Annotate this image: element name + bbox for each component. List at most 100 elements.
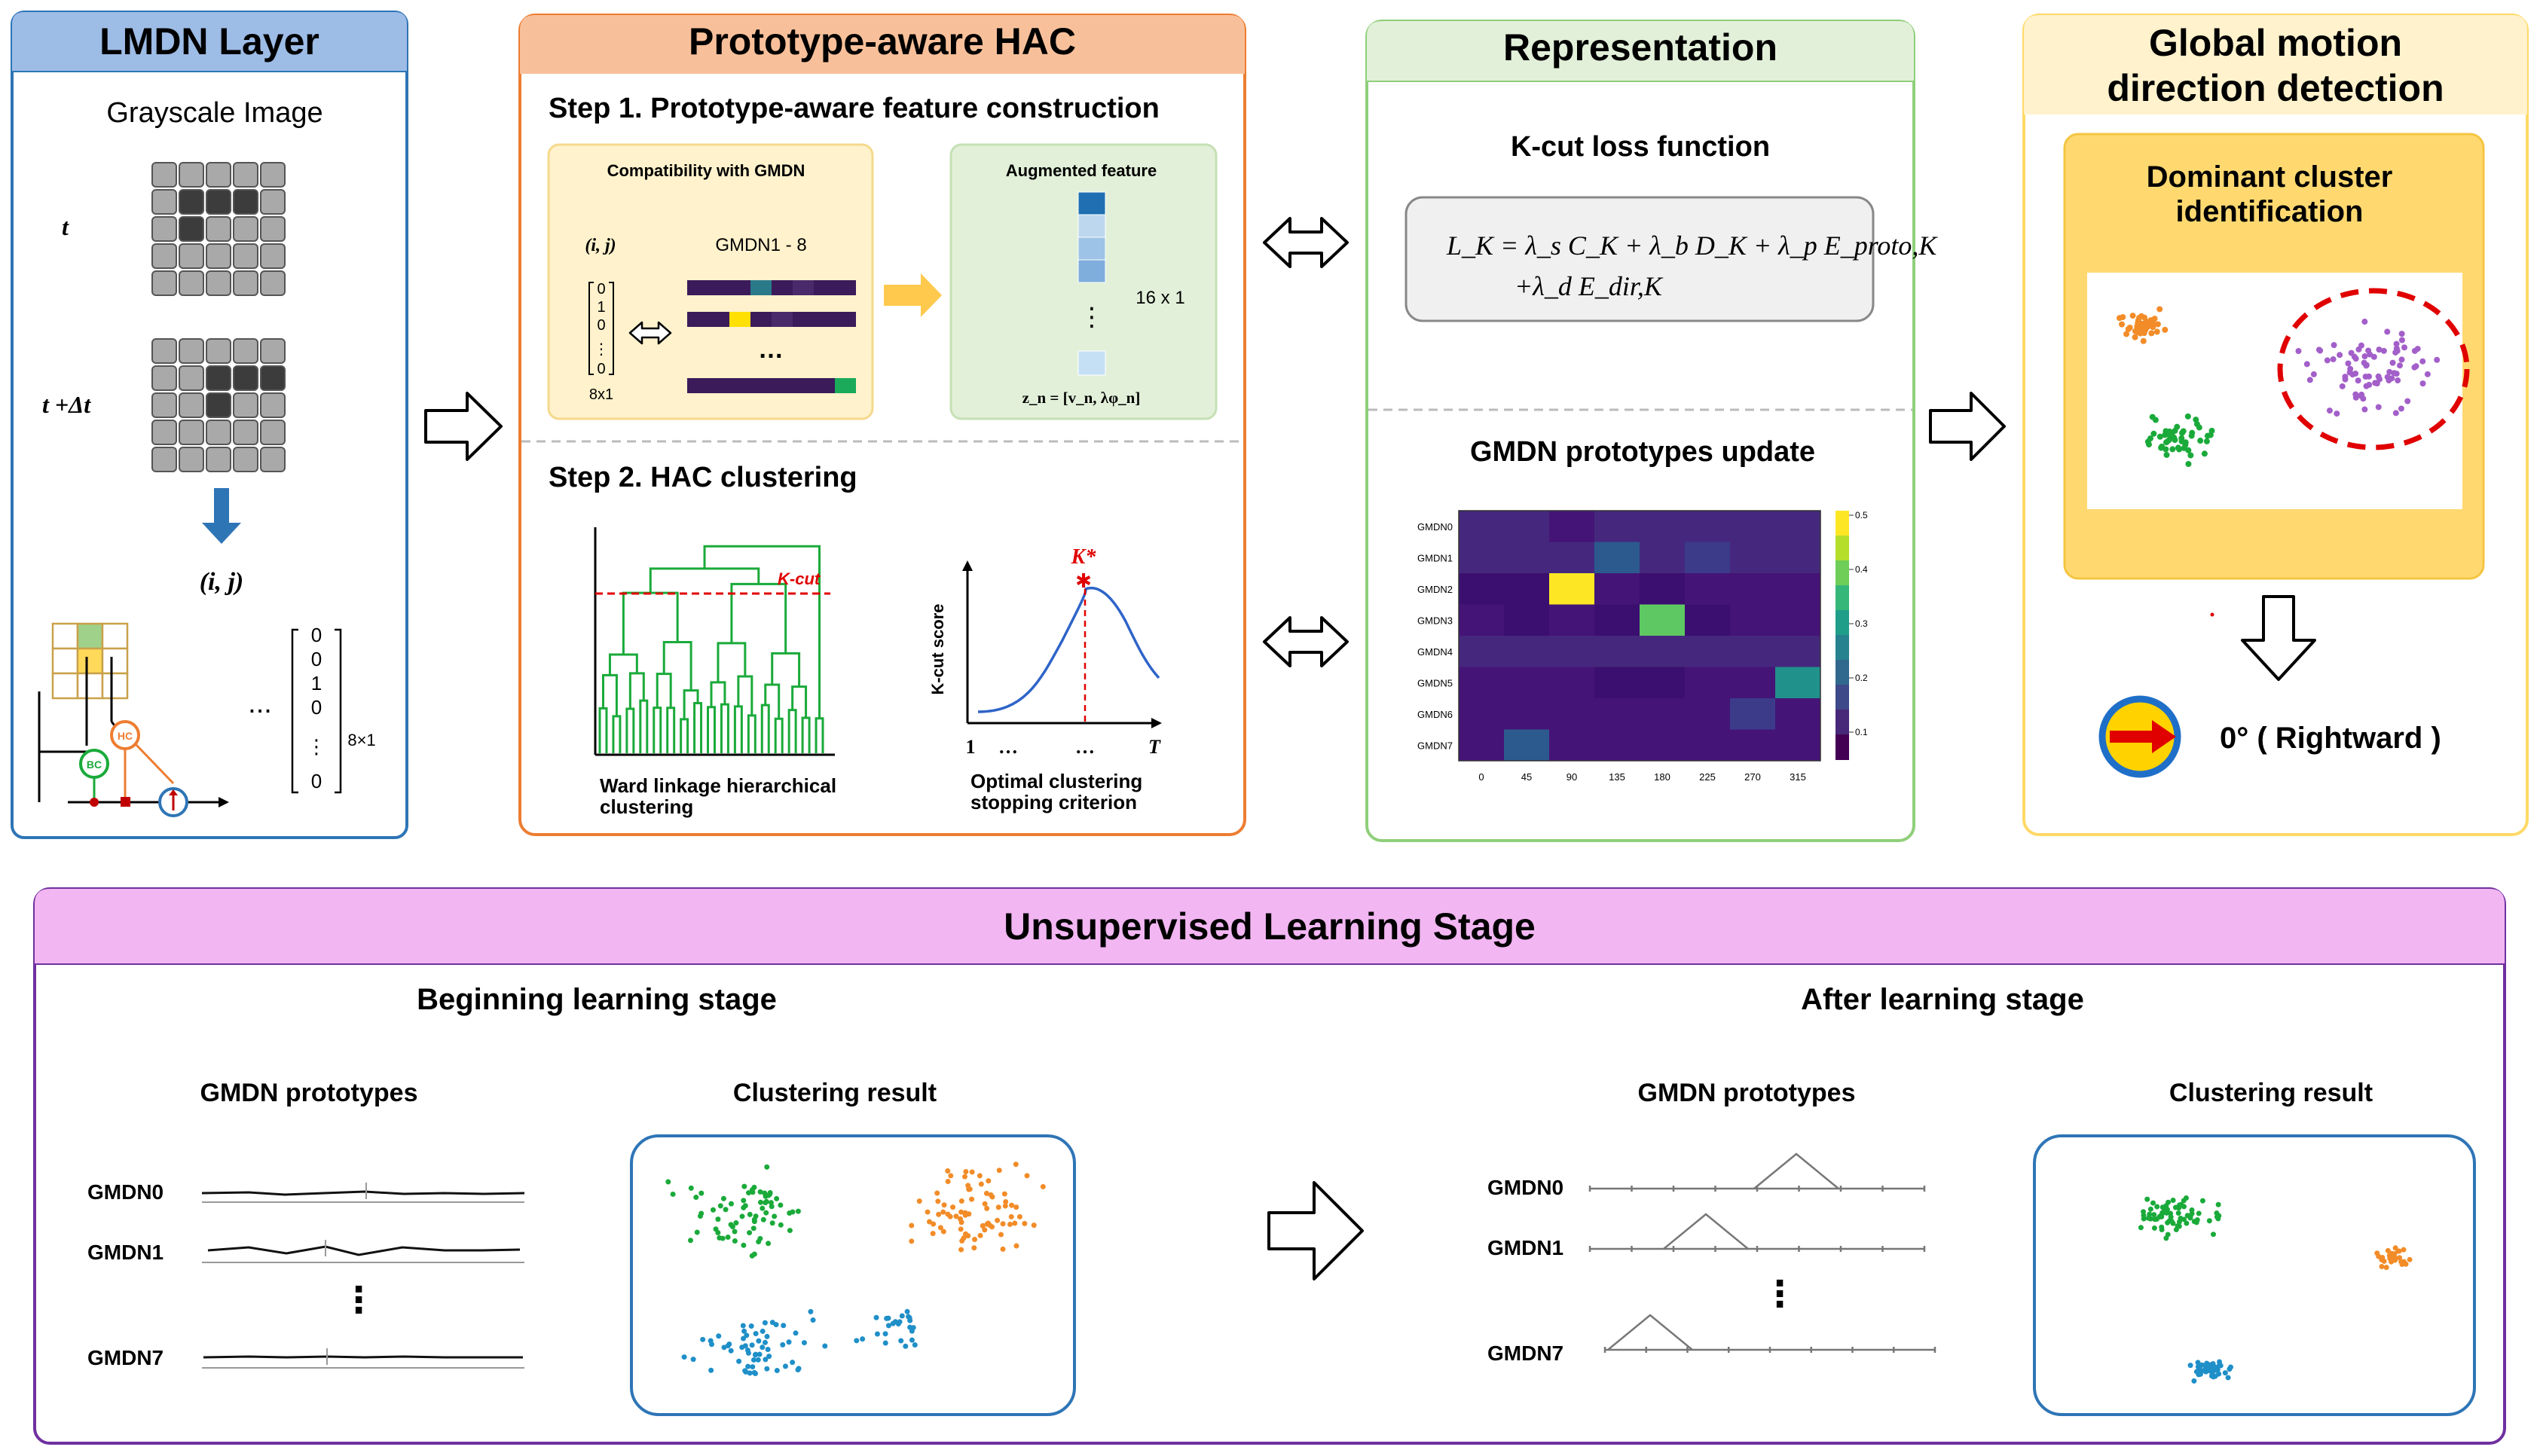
dendro-link (730, 582, 787, 654)
heatmap-cell (1640, 542, 1685, 573)
scatter-point (733, 1220, 739, 1226)
scatter-point (882, 1340, 888, 1346)
circuit-cell (101, 647, 129, 675)
scatter-point (717, 1203, 723, 1209)
scatter-point (962, 1210, 968, 1216)
scatter-point (2376, 376, 2383, 383)
scatter-point (765, 1347, 771, 1353)
scatter-point (694, 1229, 700, 1235)
scatter-point (2361, 359, 2367, 366)
representation-panel: Representation K-cut loss function L_K =… (1365, 20, 1938, 842)
heatmap-cell (1775, 604, 1820, 636)
pixel-cell (206, 447, 231, 472)
scatter-point (989, 1194, 995, 1200)
scatter-point (2434, 356, 2441, 363)
scatter-point (2212, 1373, 2218, 1379)
scatter-point (2347, 365, 2354, 372)
scatter-point (739, 1213, 745, 1219)
pixel-cell (260, 216, 286, 242)
scatter-point (2163, 1203, 2169, 1209)
scatter-point (808, 1308, 814, 1314)
pixel-cell (179, 270, 204, 296)
beginning-stage-title: Beginning learning stage (417, 983, 777, 1016)
scatter-point (953, 1213, 959, 1219)
scatter-point (958, 1226, 964, 1232)
scatter-point (2370, 353, 2377, 360)
scatter-point (681, 1354, 687, 1360)
proto-begin-7: GMDN7 (87, 1346, 164, 1369)
scatter-point (2189, 1210, 2195, 1216)
pixel-cell (151, 338, 177, 364)
scatter-point (2365, 347, 2372, 354)
time-label-t-dt: t +Δt (42, 391, 91, 418)
scatter-point (1016, 1213, 1022, 1219)
scatter-point (2361, 319, 2368, 325)
scatter-point (749, 1187, 755, 1193)
scatter-point (665, 1179, 671, 1185)
scatter-point (995, 1204, 1001, 1210)
scatter-point (940, 1229, 946, 1235)
pixel-cell (179, 338, 204, 364)
heatmap-cell (1730, 604, 1775, 636)
heatmap-cell (1549, 667, 1594, 698)
scatter-point (961, 1235, 967, 1241)
svg-text:010⋮0: 010⋮0 (594, 281, 609, 377)
scatter-point (945, 1168, 951, 1174)
heatmap-cell (1459, 667, 1504, 698)
scatter-point (774, 1195, 780, 1201)
heatmap-cell (1594, 636, 1640, 667)
heatmap-cell (1594, 573, 1640, 605)
scatter-point (998, 1232, 1004, 1238)
dendro-link (774, 717, 784, 753)
svg-text:…: … (758, 335, 784, 364)
heatmap-cell (1640, 573, 1685, 605)
global-title-1: Global motion (2149, 22, 2402, 64)
heatmap-cell (1685, 604, 1730, 636)
scatter-point (2330, 356, 2337, 362)
heatmap-cell (1594, 698, 1640, 730)
augmented-formula: z_n = [v_n, λφ_n] (1022, 389, 1141, 407)
right-arrow-icon (424, 392, 503, 461)
compat-cell (793, 378, 814, 393)
scatter-point (2125, 325, 2132, 332)
scatter-point (769, 1220, 775, 1226)
pixel-cell (233, 420, 258, 445)
heatmap-cell (1685, 729, 1730, 761)
heatmap-cell (1504, 604, 1549, 636)
scatter-point (1003, 1198, 1009, 1204)
kstar-label: K* (1071, 545, 1097, 569)
heatmap-col-label: 135 (1609, 771, 1625, 783)
stage-arrow-icon (1267, 1181, 1364, 1280)
scatter-point (697, 1213, 703, 1219)
hac-step1-title: Step 1. Prototype-aware feature construc… (549, 93, 1160, 124)
heatmap-cell (1549, 604, 1594, 636)
scatter-point (2201, 1368, 2207, 1374)
heatmap-cell (1775, 511, 1820, 542)
global-title-2: direction detection (2107, 67, 2444, 109)
compat-cell (772, 312, 793, 327)
scatter-point (2392, 1245, 2398, 1251)
heatmap-cell (1730, 698, 1775, 730)
scatter-point (2132, 334, 2138, 340)
clustering-after-box (2033, 1134, 2476, 1416)
scatter-point (2393, 340, 2400, 347)
scatter-point (2148, 330, 2155, 337)
dendro-link (707, 706, 716, 753)
heatmap-cell (1640, 636, 1685, 667)
loss-title: K-cut loss function (1511, 131, 1770, 163)
scatter-point (958, 1209, 964, 1215)
scatter-point (2181, 444, 2187, 451)
lmdn-coord: (i, j) (200, 568, 244, 596)
compat-cell (687, 280, 708, 295)
heatmap-cell (1685, 636, 1730, 667)
pixel-cell (233, 338, 258, 364)
scatter-point (739, 1345, 745, 1351)
augmented-title: Augmented feature (1006, 161, 1157, 180)
heatmap-row-label: GMDN7 (1417, 740, 1453, 751)
scatter-point (2172, 427, 2178, 434)
curve-caption-2: stopping criterion (970, 791, 1137, 813)
scatter-point (2225, 1375, 2231, 1381)
scatter-point (2147, 1206, 2153, 1212)
scatter-point (764, 1333, 770, 1339)
after-stage-title: After learning stage (1801, 983, 2084, 1016)
